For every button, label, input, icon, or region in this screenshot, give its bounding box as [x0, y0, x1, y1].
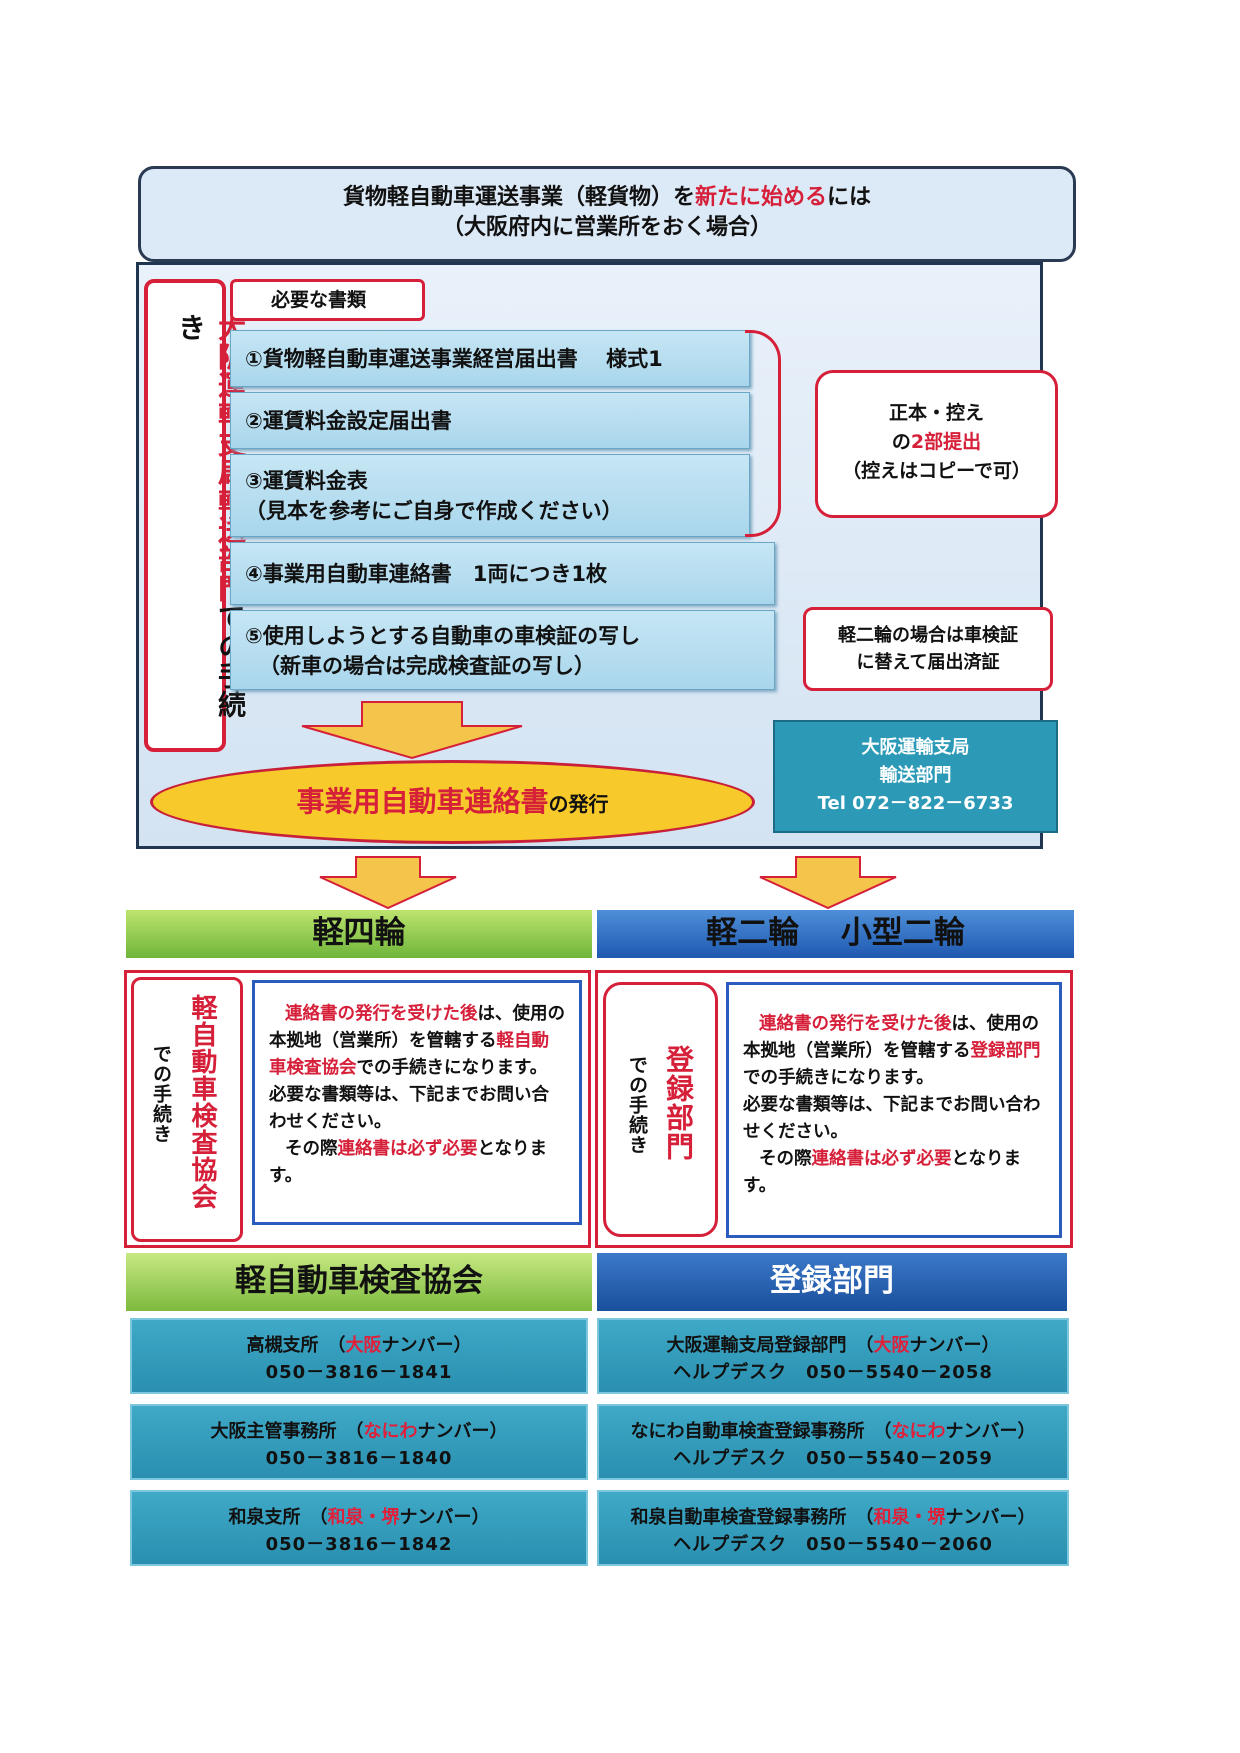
office-phone: ヘルプデスク 050－5540－2060 — [673, 1534, 993, 1555]
office-tile-left-2: 大阪主管事務所 （なにわナンバー） 050－3816－1840 — [130, 1404, 588, 1480]
doc-item-2-text: ②運賃料金設定届出書 — [245, 409, 452, 433]
copies-note-line1: 正本・控え — [888, 402, 984, 424]
contact-line2: 輸送部門 — [879, 765, 952, 786]
label-registration: 登録部門 — [597, 1253, 1067, 1311]
motorcycle-note: 軽二輪の場合は車検証 に替えて届出済証 — [803, 607, 1053, 691]
label-kei-inspection: 軽自動車検査協会 — [126, 1253, 592, 1311]
office-tile-right-2: なにわ自動車検査登録事務所 （なにわナンバー） ヘルプデスク 050－5540－… — [597, 1404, 1069, 1480]
right-vertical-label: 登録部門 での手続き — [603, 982, 718, 1237]
contact-line1: 大阪運輸支局 — [861, 737, 970, 758]
doc-item-1-text: ①貨物軽自動車運送事業経営届出書 様式1 — [245, 347, 663, 371]
contact-phone: Tel 072－822－6733 — [817, 793, 1014, 814]
transport-office-contact: 大阪運輸支局 輸送部門 Tel 072－822－6733 — [773, 720, 1058, 833]
category-bar-kei4: 軽四輪 — [126, 910, 592, 958]
office-phone: 050－3816－1840 — [265, 1448, 453, 1469]
office-phone: ヘルプデスク 050－5540－2058 — [673, 1362, 993, 1383]
left-procedure-text: 連絡書の発行を受けた後は、使用の本拠地（営業所）を管轄する軽自動車検査協会での手… — [252, 980, 582, 1225]
right-vertical-black: での手続き — [626, 1055, 648, 1155]
right-vertical-red: 登録部門 — [662, 1045, 695, 1161]
header-line-1: 貨物軽自動車運送事業（軽貨物）を新たに始めるには — [141, 183, 1073, 213]
office-phone: 050－3816－1842 — [265, 1534, 453, 1555]
left-vertical-black: での手続き — [150, 1044, 172, 1144]
left-vertical-label: 軽自動車検査協会 での手続き — [131, 977, 243, 1242]
copies-note: 正本・控え の2部提出 （控えはコピーで可） — [815, 370, 1058, 518]
issuance-ellipse: 事業用自動車連絡書の発行 — [150, 760, 755, 844]
doc-item-2: ②運賃料金設定届出書 — [230, 392, 750, 449]
copies-note-line2: の2部提出 — [891, 431, 982, 453]
down-arrow-icon — [301, 701, 523, 760]
doc-item-5-note: （新車の場合は完成検査証の写し） — [259, 654, 595, 678]
doc-item-3-note: （見本を参考にご自身で作成ください） — [245, 499, 623, 523]
doc-item-3-text: ③運賃料金表 — [245, 469, 368, 493]
doc-item-1: ①貨物軽自動車運送事業経営届出書 様式1 — [230, 330, 750, 387]
right-procedure-text: 連絡書の発行を受けた後は、使用の本拠地（営業所）を管轄する登録部門での手続きにな… — [726, 982, 1062, 1238]
motorcycle-note-line2: に替えて届出済証 — [856, 652, 1000, 673]
issuance-doc: 事業用自動車連絡書 — [296, 785, 549, 818]
doc-item-4: ④事業用自動車連絡書 1両につき1枚 — [230, 542, 775, 605]
required-docs-label: 必要な書類 — [230, 279, 425, 321]
left-vertical-red: 軽自動車検査協会 — [187, 994, 217, 1210]
office-tile-right-3: 和泉自動車検査登録事務所 （和泉・堺ナンバー） ヘルプデスク 050－5540－… — [597, 1490, 1069, 1566]
down-arrow-left-icon — [319, 856, 457, 910]
category-bar-kei2: 軽二輪 小型二輪 — [597, 910, 1074, 958]
office-vertical-label: 大阪運輸支局輸送部門での手続き — [144, 279, 247, 752]
motorcycle-note-line1: 軽二輪の場合は車検証 — [838, 625, 1018, 646]
header-text: 貨物軽自動車運送事業（軽貨物）を — [342, 185, 695, 210]
header-highlight: 新たに始める — [694, 185, 827, 210]
office-phone: ヘルプデスク 050－5540－2059 — [673, 1448, 993, 1469]
office-tile-left-3: 和泉支所 （和泉・堺ナンバー） 050－3816－1842 — [130, 1490, 588, 1566]
issuance-suffix: の発行 — [548, 792, 609, 816]
header-text-end: には — [827, 185, 872, 210]
down-arrow-right-icon — [759, 856, 897, 910]
office-tile-left-1: 高槻支所 （大阪ナンバー） 050－3816－1841 — [130, 1318, 588, 1394]
doc-item-4-text: ④事業用自動車連絡書 1両につき1枚 — [245, 562, 608, 586]
doc-item-5-text: ⑤使用しようとする自動車の車検証の写し — [245, 624, 641, 648]
office-tile-right-1: 大阪運輸支局登録部門 （大阪ナンバー） ヘルプデスク 050－5540－2058 — [597, 1318, 1069, 1394]
docs-bracket — [745, 330, 781, 537]
office-phone: 050－3816－1841 — [265, 1362, 453, 1383]
header-line-2: （大阪府内に営業所をおく場合） — [441, 215, 772, 240]
doc-item-5: ⑤使用しようとする自動車の車検証の写し （新車の場合は完成検査証の写し） — [230, 610, 775, 690]
copies-note-line3: （控えはコピーで可） — [842, 460, 1031, 482]
doc-item-3: ③運賃料金表 （見本を参考にご自身で作成ください） — [230, 454, 750, 537]
page-header: 貨物軽自動車運送事業（軽貨物）を新たに始めるには （大阪府内に営業所をおく場合） — [138, 166, 1076, 262]
